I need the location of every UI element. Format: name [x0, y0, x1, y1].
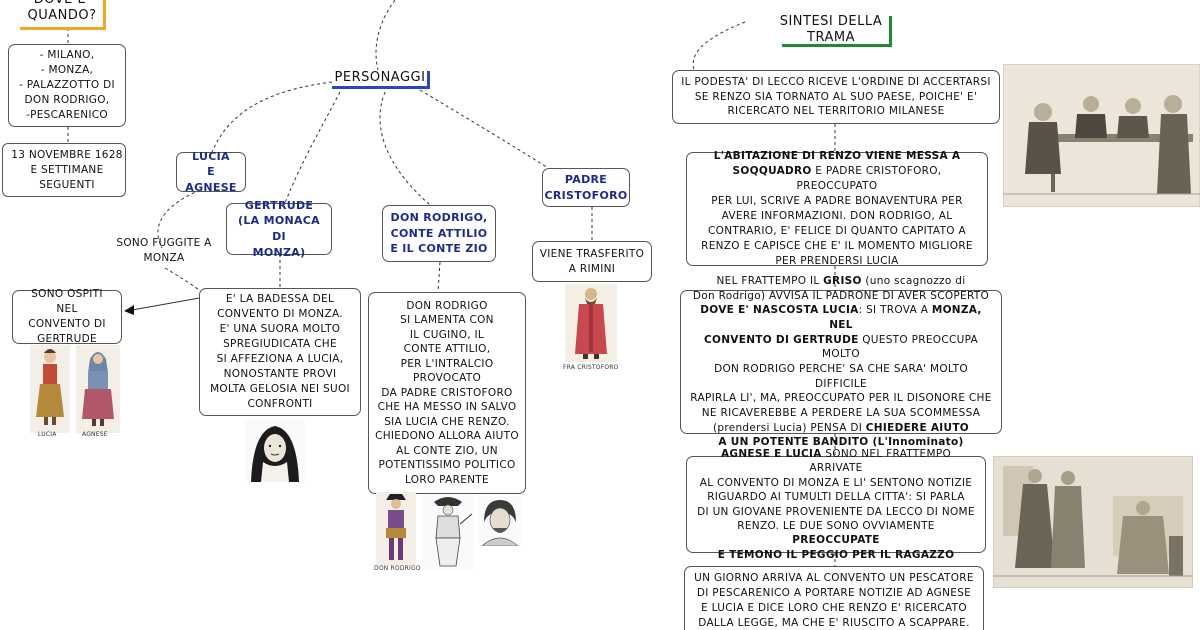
- node-cristoforo: PADRE CRISTOFORO: [542, 168, 630, 207]
- link-personaggi-lucia: [211, 81, 333, 153]
- trama-p4-b2: PREOCCUPATE E TEMONO IL PEGGIO PER IL RA…: [717, 534, 955, 561]
- trama-p4-t1: SONO NEL FRATTEMPO ARRIVATE AL CONVENTO …: [697, 447, 975, 532]
- trama-p3-b2: DOVE E' NASCOSTA LUCIA: [700, 304, 859, 317]
- trama-p3-t2: (uno scagnozzo di Don Rodrigo) AVVISA IL…: [692, 274, 990, 302]
- heading-sintesi: SINTESI DELLA TRAMA: [779, 14, 883, 46]
- trama-p5: UN GIORNO ARRIVA AL CONVENTO UN PESCATOR…: [684, 566, 984, 630]
- caption-agnese: AGNESE: [82, 431, 108, 438]
- gertrude-desc: E' LA BADESSA DEL CONVENTO DI MONZA. E' …: [199, 288, 361, 416]
- caption-don-rodrigo: DON RODRIGO: [374, 565, 421, 572]
- gertrude-illustration: [245, 420, 305, 482]
- trama-p1: IL PODESTA' DI LECCO RICEVE L'ORDINE DI …: [672, 70, 1000, 124]
- agnese-illustration: [76, 345, 120, 433]
- link-sintesi-p1: [692, 21, 746, 71]
- link-personaggi-gertrude: [284, 91, 341, 204]
- node-lucia-agnese: LUCIA E AGNESE: [176, 150, 246, 194]
- trama-p3: NEL FRATTEMPO IL GRISO (uno scagnozzo di…: [680, 275, 1002, 448]
- orange-underline: [20, 27, 106, 30]
- cristoforo-desc: VIENE TRASFERITO A RIMINI: [532, 241, 652, 282]
- trama-p3-b3: MONZA, NEL CONVENTO DI GERTRUDE: [703, 304, 982, 346]
- trama-p4-b1: AGNESE E LUCIA: [720, 447, 822, 460]
- node-gertrude: GERTRUDE (LA MONACA DI MONZA): [226, 199, 332, 259]
- link-rodrigo-desc: [437, 261, 441, 293]
- trama-p3-t3: : SI TROVA A: [858, 304, 932, 317]
- arrow-head: [124, 305, 134, 315]
- luoghi-box: - MILANO, - MONZA, - PALAZZOTTO DI DON R…: [8, 44, 126, 127]
- caption-lucia: LUCIA: [38, 431, 57, 438]
- cristoforo-illustration: [565, 284, 617, 362]
- lucia-illustration: [30, 345, 70, 433]
- arrow-to-ospiti: [131, 296, 206, 311]
- heading-personaggi: PERSONAGGI: [334, 70, 426, 85]
- don-rodrigo-illustration: [376, 492, 416, 566]
- tempo-frame: [2, 143, 126, 197]
- orange-bar: [103, 0, 106, 30]
- conte-zio-illustration: [478, 496, 522, 546]
- engraving-convento: [993, 456, 1193, 588]
- node-don-rodrigo: DON RODRIGO, CONTE ATTILIO E IL CONTE ZI…: [382, 205, 496, 262]
- note-fuggite: SONO FUGGITE A MONZA: [116, 237, 212, 265]
- blue-bar: [427, 71, 430, 88]
- green-bar: [889, 16, 892, 47]
- trama-p2: L'ABITAZIONE DI RENZO VIENE MESSA A SOQQ…: [686, 150, 988, 267]
- caption-fra-cristoforo: FRA CRISTOFORO: [563, 364, 619, 371]
- link-top-personaggi: [375, 0, 396, 71]
- trama-p2-text: E PADRE CRISTOFORO, PREOCCUPATO PER LUI,…: [701, 165, 973, 267]
- green-underline: [782, 44, 892, 47]
- heading-dove-quando: DOVE E' QUANDO?: [27, 0, 97, 24]
- blue-underline: [332, 86, 430, 89]
- tempo-text: 13 NOVEMBRE 1628 E SETTIMANE SEGUENTI: [11, 149, 123, 192]
- trama-p3-b4: CHIEDERE AIUTO A UN POTENTE BANDITO: [718, 421, 970, 449]
- trama-p3-t5: (L'Innominato): [868, 436, 964, 449]
- trama-p4: AGNESE E LUCIA SONO NEL FRATTEMPO ARRIVA…: [686, 448, 986, 561]
- link-personaggi-cristoforo: [419, 89, 549, 169]
- trama-p3-b1: GRISO: [823, 274, 862, 287]
- rodrigo-desc: DON RODRIGO SI LAMENTA CON IL CUGINO, IL…: [368, 292, 526, 494]
- trama-p2-bold: L'ABITAZIONE DI RENZO VIENE MESSA A SOQQ…: [713, 150, 961, 178]
- trama-p3-t1: NEL FRATTEMPO IL: [716, 274, 824, 287]
- link-personaggi-rodrigo: [379, 91, 431, 206]
- engraving-podesta: [1003, 64, 1200, 207]
- conte-attilio-illustration: [422, 494, 474, 570]
- ospiti-box: SONO OSPITI NEL CONVENTO DI GERTRUDE: [12, 288, 122, 345]
- trama-p3-t4: QUESTO PREOCCUPA MOLTO DON RODRIGO PERCH…: [690, 333, 992, 434]
